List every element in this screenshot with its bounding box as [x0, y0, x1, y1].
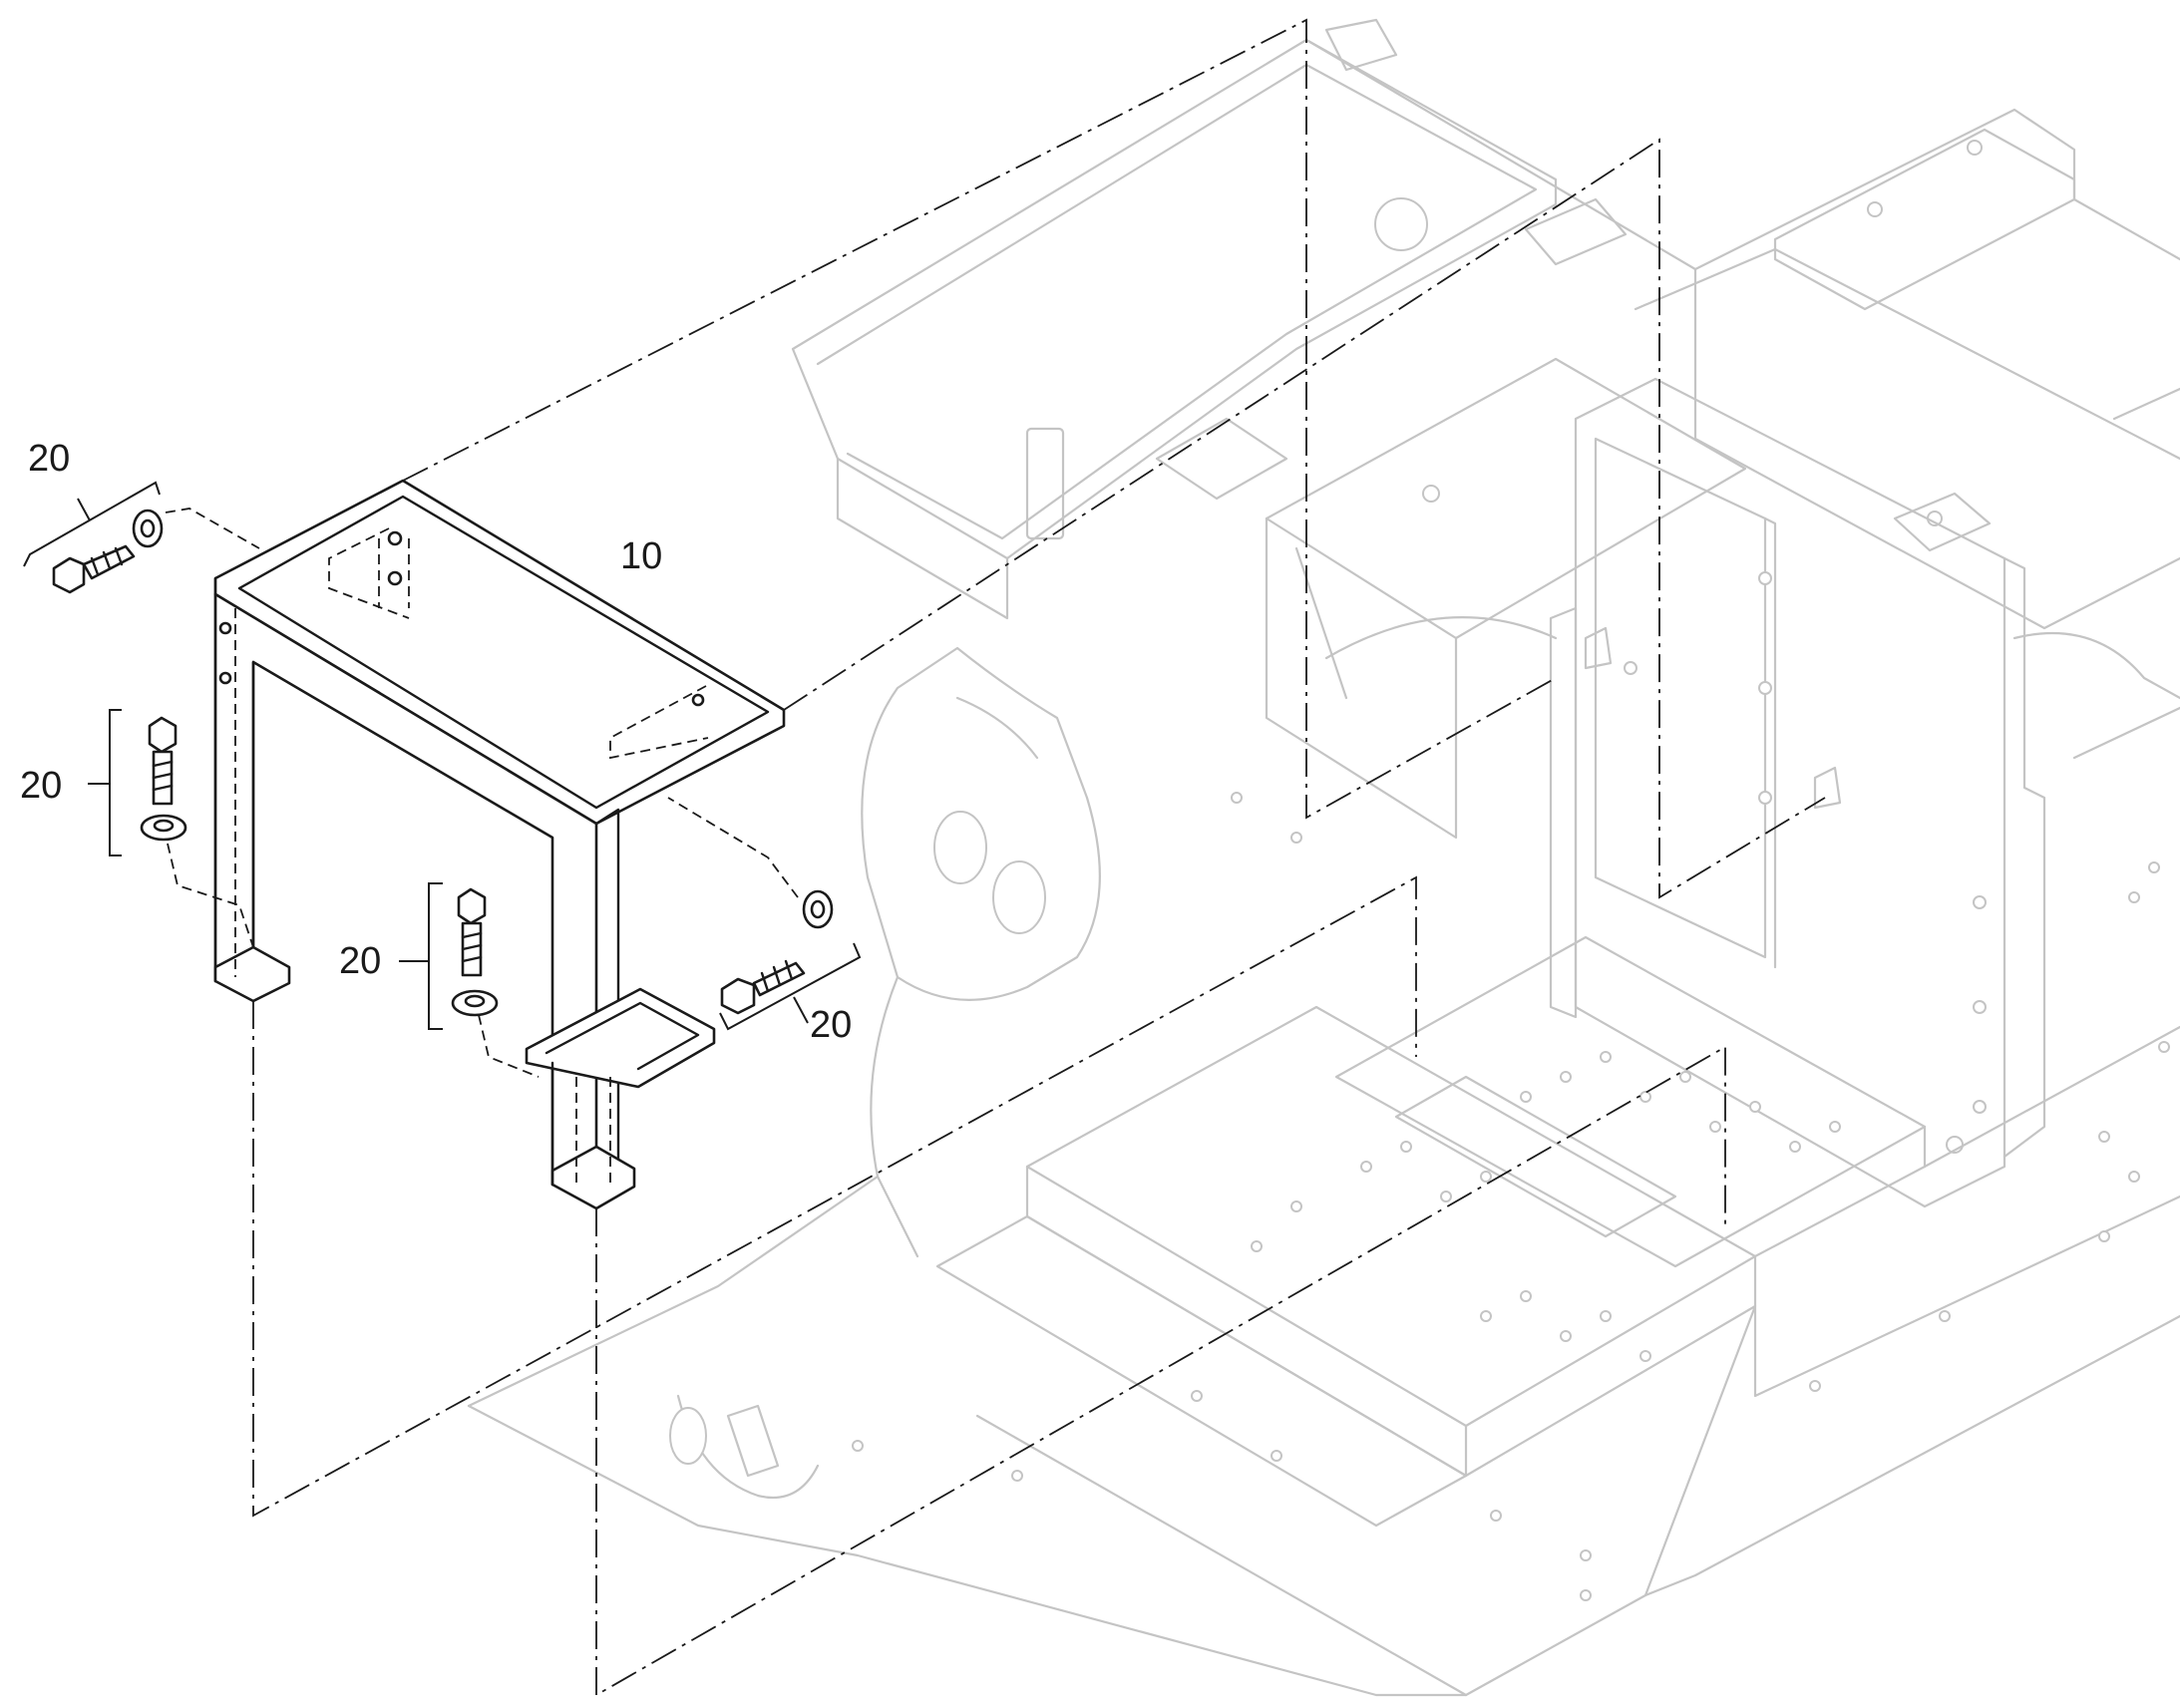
callout-fastener-left: 20 — [20, 765, 62, 807]
callout-bracket-assembly: 10 — [620, 535, 662, 577]
fastener-center — [399, 882, 540, 1078]
callout-fastener-top-left: 20 — [28, 438, 70, 480]
assembly-axis-lines — [252, 18, 1826, 1697]
machine-frame-ghost — [467, 18, 2180, 1697]
fastener-left — [88, 709, 254, 948]
fastener-right — [667, 797, 862, 1031]
callout-fastener-center: 20 — [339, 940, 381, 982]
callout-labels: 10 20 20 20 20 — [20, 438, 852, 1046]
mounting-bracket — [213, 479, 786, 1210]
fastener-top-left — [23, 481, 260, 594]
callout-fastener-right: 20 — [810, 1004, 852, 1046]
